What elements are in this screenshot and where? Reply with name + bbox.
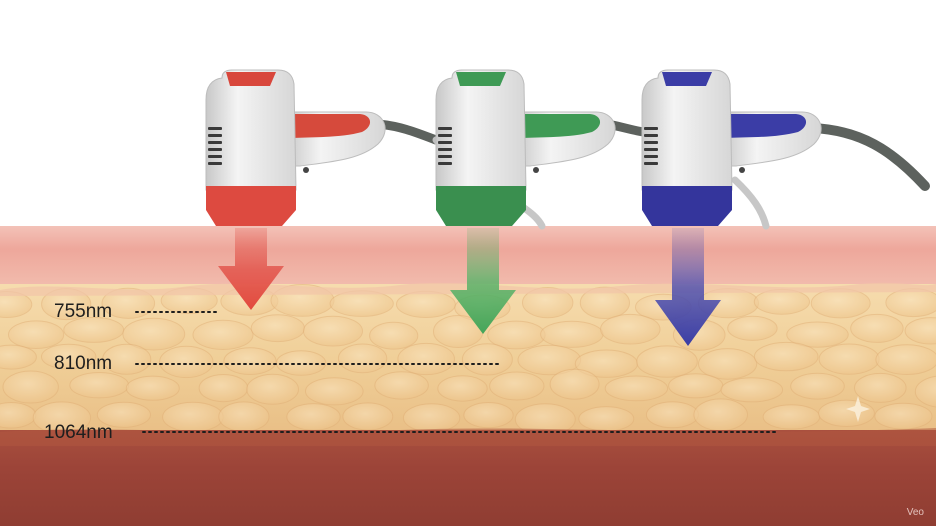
fat-cell xyxy=(636,345,698,378)
fat-cell xyxy=(727,315,778,341)
fat-cell xyxy=(668,373,724,399)
handpiece-handle-accent xyxy=(290,114,371,138)
fat-cells xyxy=(0,284,936,436)
fat-cell xyxy=(40,343,97,370)
fat-cell xyxy=(198,374,249,403)
handpiece-tip xyxy=(642,186,732,226)
handpiece-body xyxy=(641,69,733,191)
fat-cell xyxy=(125,375,180,401)
fat-cell xyxy=(101,287,156,319)
fat-cell xyxy=(218,401,270,433)
fat-cell xyxy=(122,317,186,351)
handpiece-top-cap xyxy=(456,72,506,86)
fat-cell xyxy=(904,317,936,345)
red-handpiece xyxy=(205,69,386,226)
handpiece-top-cap xyxy=(226,72,276,86)
fat-cell xyxy=(286,403,341,431)
blue-handpiece xyxy=(641,69,822,226)
fat-cell xyxy=(875,344,936,375)
fat-cell xyxy=(698,348,758,380)
vent-slots xyxy=(644,127,658,165)
fat-cell xyxy=(600,313,661,345)
fat-cell xyxy=(7,320,65,350)
fat-cell xyxy=(96,401,152,428)
fat-cell xyxy=(396,290,456,318)
green-handpiece xyxy=(435,69,616,226)
fat-cell xyxy=(246,373,300,405)
fat-cell xyxy=(192,319,254,350)
red-penetration-arrow xyxy=(218,228,284,310)
cable-blue-handpiece-lower xyxy=(731,176,770,230)
fat-cell xyxy=(579,286,631,319)
fat-cell xyxy=(329,290,394,317)
handpiece-handle-accent xyxy=(520,114,601,138)
blue-penetration-arrow xyxy=(655,228,721,346)
label-755nm: 755nm xyxy=(54,301,113,322)
fat-cell xyxy=(0,344,37,370)
fat-cell xyxy=(69,372,130,399)
fat-cell xyxy=(786,321,849,348)
sparkle-icon xyxy=(846,396,870,422)
trigger-button xyxy=(533,167,539,173)
fat-cell xyxy=(275,350,327,376)
fat-cell xyxy=(818,399,875,427)
label-1064nm: 1064nm xyxy=(44,422,113,443)
fat-cell xyxy=(305,377,364,406)
fat-cell xyxy=(2,370,59,404)
fat-cell xyxy=(397,342,456,376)
fat-cell xyxy=(337,343,388,374)
fat-cell xyxy=(604,375,669,402)
fat-cell xyxy=(522,287,574,319)
fat-cell xyxy=(693,398,749,432)
handpiece-body xyxy=(435,69,527,191)
fat-cell xyxy=(753,288,811,315)
fat-cell xyxy=(437,375,488,402)
fat-cell xyxy=(342,402,394,431)
fat-cell xyxy=(914,375,936,408)
fat-cell xyxy=(720,377,784,403)
fat-cell xyxy=(762,404,821,430)
fat-cell xyxy=(645,401,699,429)
fat-cell xyxy=(463,402,514,429)
fat-cell xyxy=(549,368,600,400)
handpiece-tip xyxy=(206,186,296,226)
fat-cell xyxy=(790,372,845,400)
fat-cell xyxy=(461,343,513,376)
fat-cell xyxy=(874,402,933,430)
fat-cell xyxy=(162,401,224,433)
fat-cell xyxy=(250,314,305,343)
fat-cell xyxy=(540,320,604,348)
fat-cell xyxy=(223,347,277,376)
trigger-button xyxy=(739,167,745,173)
green-penetration-arrow xyxy=(450,228,516,334)
handpiece-top-cap xyxy=(662,72,712,86)
fat-cell xyxy=(850,313,904,343)
fat-cell xyxy=(369,321,419,350)
fat-cell xyxy=(489,371,545,401)
trigger-button xyxy=(303,167,309,173)
handpiece-body xyxy=(205,69,297,191)
label-810nm: 810nm xyxy=(54,353,113,374)
fat-cell xyxy=(303,315,363,347)
fat-cell xyxy=(102,343,152,375)
fat-cell xyxy=(885,288,936,318)
watermark: Veo xyxy=(906,507,924,518)
vent-slots xyxy=(208,127,222,165)
fat-cell xyxy=(159,345,214,379)
fat-cell xyxy=(753,341,819,372)
fat-cell xyxy=(854,372,907,403)
handpiece-tip xyxy=(436,186,526,226)
cable-blue-handpiece xyxy=(807,123,930,191)
fat-cell xyxy=(374,371,429,400)
fat-cell xyxy=(578,406,635,432)
cable-red-handpiece xyxy=(373,119,441,145)
fat-cell xyxy=(818,343,880,375)
vent-slots xyxy=(438,127,452,165)
handpiece-handle-accent xyxy=(726,114,807,138)
fat-cell xyxy=(810,288,871,319)
fat-cell xyxy=(402,403,461,433)
